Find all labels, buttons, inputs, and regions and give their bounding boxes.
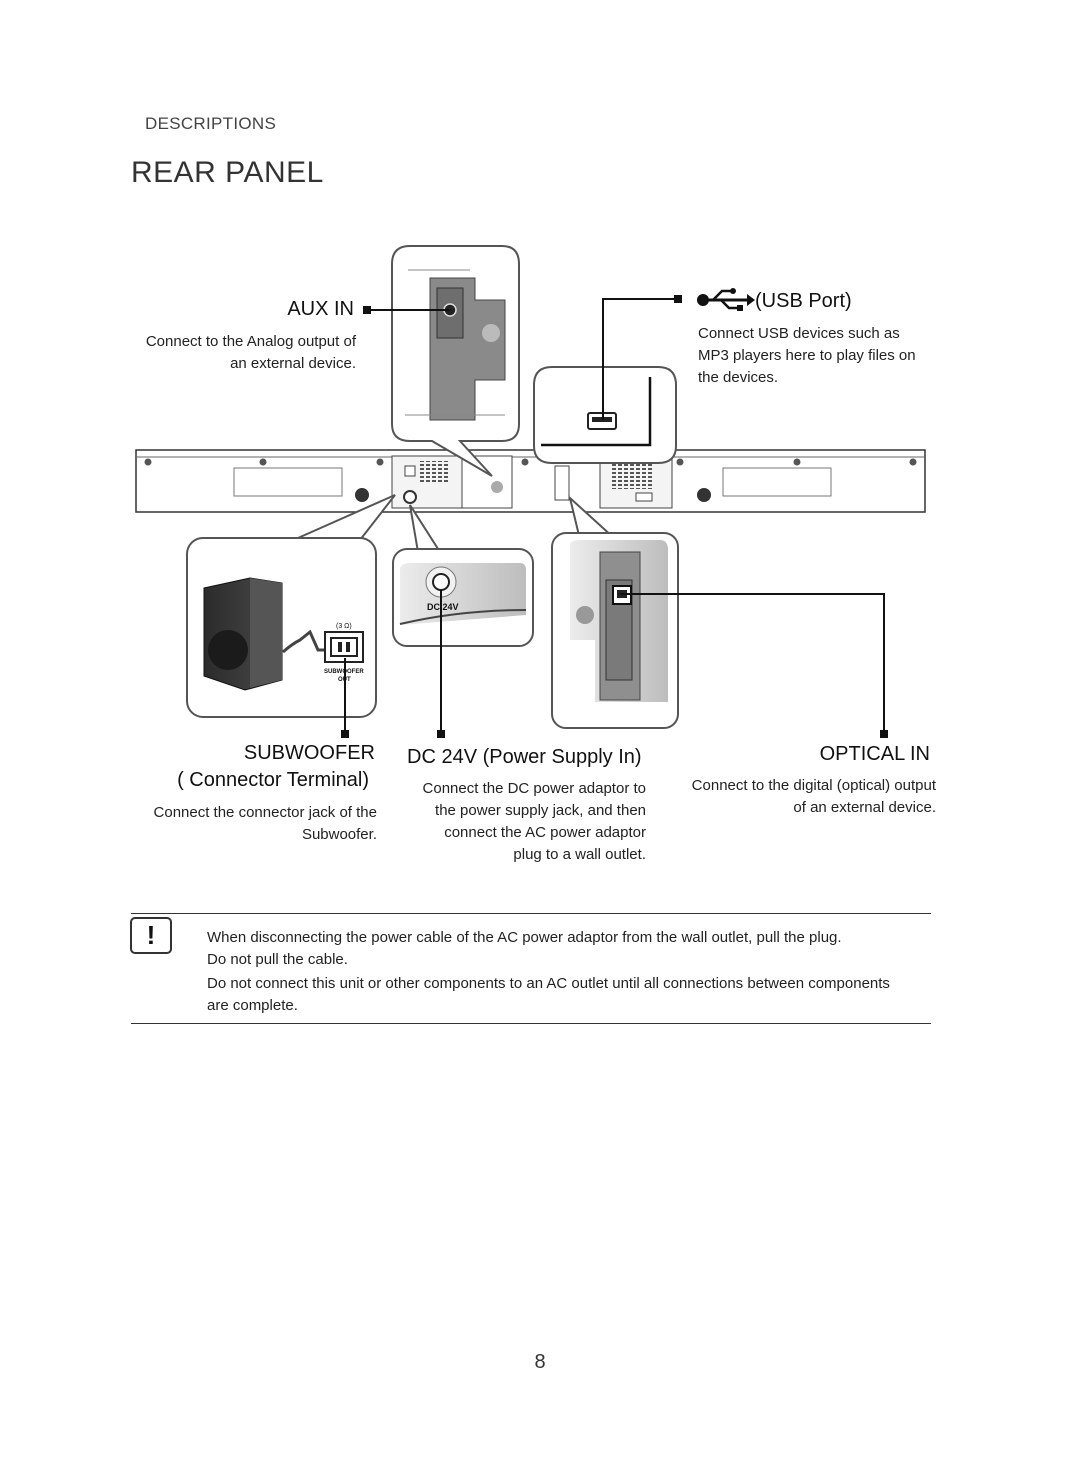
optical-in-description: Connect to the digital (optical) output … xyxy=(691,777,936,816)
caution-note-2: Do not connect this unit or other compon… xyxy=(207,975,890,1014)
pointer-lines xyxy=(344,298,885,736)
note-bottom-rule xyxy=(131,1023,931,1024)
jack-label-ohm: (3 Ω) xyxy=(336,623,352,630)
dc24v-description: Connect the DC power adaptor to the powe… xyxy=(422,780,646,863)
optical-callout-bubble xyxy=(551,532,679,729)
subwoofer-callout-bubble xyxy=(186,537,377,718)
aux-in-description: Connect to the Analog output of an exter… xyxy=(145,333,356,372)
usb-icon xyxy=(697,288,755,311)
caution-note-1: When disconnecting the power cable of th… xyxy=(207,929,842,968)
caution-icon: ! xyxy=(130,917,172,954)
page-number: 8 xyxy=(534,1351,546,1373)
subwoofer-description: Connect the connector jack of the Subwoo… xyxy=(153,804,377,843)
usb-port-description: Connect USB devices such as MP3 players … xyxy=(698,325,916,386)
jack-label-subwoofer: SUBWOOFER xyxy=(324,669,364,675)
jack-label-out: OUT xyxy=(338,677,351,683)
aux-in-label: AUX IN xyxy=(287,298,354,320)
soundbar-body xyxy=(135,449,926,513)
subwoofer-label: SUBWOOFER xyxy=(243,742,375,764)
usb-port-label: (USB Port) xyxy=(755,290,852,312)
usb-callout-bubble xyxy=(533,366,677,464)
rear-panel-illustration: DC 24V (3 Ω) SUBWOOFER OUT xyxy=(135,245,926,738)
dc24v-callout-bubble xyxy=(392,548,534,647)
page-title: REAR PANEL xyxy=(131,156,324,189)
aux-in-callout-bubble xyxy=(391,245,520,477)
optical-in-label: OPTICAL IN xyxy=(819,743,930,765)
pointer-ends xyxy=(341,295,888,738)
note-top-rule xyxy=(131,913,931,914)
dc24v-label: DC 24V (Power Supply In) xyxy=(407,746,642,768)
section-heading: DESCRIPTIONS xyxy=(145,114,277,133)
jack-label-dc: DC 24V xyxy=(427,602,459,612)
subwoofer-sublabel: ( Connector Terminal) xyxy=(177,769,369,791)
